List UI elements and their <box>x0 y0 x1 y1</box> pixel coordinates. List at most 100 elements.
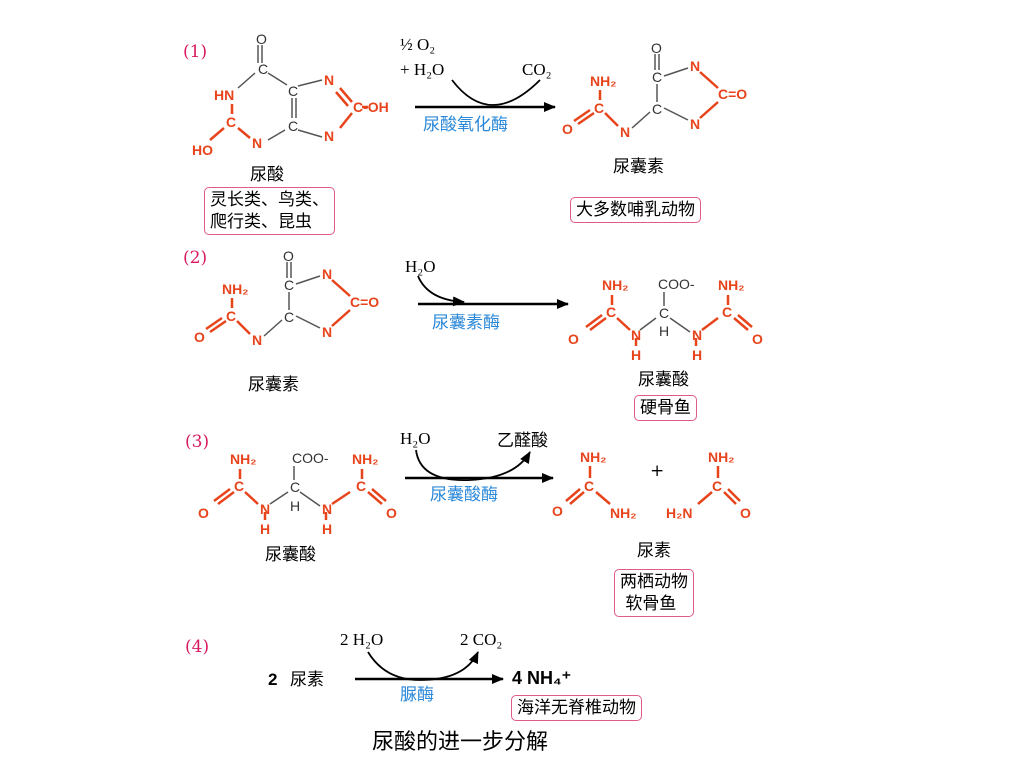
atom-C: C <box>712 478 722 494</box>
atom-N: N <box>631 327 641 343</box>
atom-H: H <box>631 347 641 363</box>
atom-NH2: NH₂ <box>610 505 636 521</box>
atom-N: N <box>260 501 270 517</box>
byproduct-label: 乙醛酸 <box>497 431 548 451</box>
species-box: 大多数哺乳动物 <box>570 197 701 223</box>
atom-NH2: NH₂ <box>352 451 378 467</box>
atom-C: C <box>659 305 669 321</box>
atom-O: O <box>651 40 662 56</box>
atom-NH2: NH₂ <box>590 73 616 89</box>
product-gas-label: 2 CO₂ <box>460 630 502 649</box>
substrate-label: 尿囊素 <box>248 375 299 395</box>
atom-C-eq-O: C=O <box>350 294 379 310</box>
product-label: 尿素 <box>637 541 671 561</box>
atom-NH2: NH₂ <box>602 277 628 293</box>
atom-C: C <box>606 304 616 320</box>
product-label: 尿囊酸 <box>638 370 689 390</box>
atom-C: C <box>258 61 268 77</box>
curved-arrow <box>417 275 465 307</box>
atom-N: N <box>690 58 700 74</box>
species-box: 海洋无脊椎动物 <box>511 695 642 721</box>
coefficient-label: 2 <box>268 670 277 689</box>
step-number: (1) <box>183 42 207 62</box>
allantoin-structure <box>205 262 351 337</box>
allantoic-acid-structure <box>213 466 387 520</box>
enzyme-label: 尿囊素酶 <box>432 313 500 333</box>
urea-structure <box>565 466 611 505</box>
atom-O: O <box>562 121 573 137</box>
atom-N: N <box>322 501 332 517</box>
urea-structure <box>697 466 741 505</box>
enzyme-label: 尿囊酸酶 <box>430 485 498 505</box>
atom-H: H <box>659 323 669 339</box>
atom-N: N <box>322 324 332 340</box>
atom-C: C <box>284 309 294 325</box>
atom-N: N <box>324 72 334 88</box>
atom-N: N <box>252 135 262 151</box>
curved-arrow <box>367 651 479 681</box>
atom-N: N <box>692 327 702 343</box>
atom-NH2: NH₂ <box>580 449 606 465</box>
allantoin-structure <box>573 54 719 129</box>
curved-arrow <box>451 79 541 106</box>
atom-O: O <box>283 248 294 264</box>
atom-H2N: H₂N <box>666 505 692 521</box>
atom-N: N <box>322 266 332 282</box>
atom-C: C <box>288 118 298 134</box>
atom-C: C <box>284 277 294 293</box>
atom-HO: HO <box>192 142 213 158</box>
product-gas-label: CO₂ <box>522 60 552 79</box>
allantoic-acid-structure <box>585 292 753 346</box>
atom-C: C <box>234 478 244 494</box>
atom-C: C <box>652 69 662 85</box>
substrate-label: 尿素 <box>290 670 324 690</box>
step-number: (4) <box>185 637 209 657</box>
atom-H: H <box>322 521 332 537</box>
reagent-label: H₂O <box>400 429 430 448</box>
atom-C: C <box>356 478 366 494</box>
atom-H: H <box>290 498 300 514</box>
atom-NH2: NH₂ <box>230 451 256 467</box>
uric-acid-structure <box>209 45 368 141</box>
atom-HN: HN <box>214 87 234 103</box>
species-box: 硬骨鱼 <box>634 395 697 421</box>
step-number: (3) <box>185 432 209 452</box>
atom-O: O <box>198 505 209 521</box>
substrate-label: 尿酸 <box>250 165 284 185</box>
substrate-label: 尿囊酸 <box>265 545 316 565</box>
enzyme-label: 尿酸氧化酶 <box>423 115 508 135</box>
reagent-label: 2 H₂O <box>340 630 383 649</box>
atom-N: N <box>620 124 630 140</box>
atom-C: C <box>288 83 298 99</box>
atom-O: O <box>194 329 205 345</box>
atom-C: C <box>584 478 594 494</box>
product-label: 尿囊素 <box>613 157 664 177</box>
atom-COO: COO- <box>658 276 695 292</box>
atom-O: O <box>568 331 579 347</box>
atom-N: N <box>252 332 262 348</box>
atom-N: N <box>324 128 334 144</box>
atom-C: C <box>722 304 732 320</box>
atom-O: O <box>256 31 267 47</box>
atom-NH2: NH₂ <box>708 449 734 465</box>
atom-NH2: NH₂ <box>222 281 248 297</box>
atom-C: C <box>226 308 236 324</box>
atom-O: O <box>740 505 751 521</box>
atom-C-eq-O: C=O <box>718 86 747 102</box>
atom-COO: COO- <box>292 450 329 466</box>
step-number: (2) <box>183 248 207 268</box>
atom-O: O <box>752 331 763 347</box>
atom-C: C <box>594 100 604 116</box>
figure-caption: 尿酸的进一步分解 <box>372 730 549 755</box>
plus-sign: + <box>650 461 664 481</box>
atom-O: O <box>552 503 563 519</box>
curved-arrow <box>415 449 531 481</box>
reagent-label: H₂O <box>405 257 435 276</box>
reagent-label: ½ O₂ <box>400 35 435 54</box>
atom-N: N <box>690 116 700 132</box>
reagent-label: + H₂O <box>400 60 444 79</box>
atom-C: C <box>652 101 662 117</box>
atom-C-OH: C-OH <box>353 99 389 115</box>
atom-C: C <box>226 114 236 130</box>
